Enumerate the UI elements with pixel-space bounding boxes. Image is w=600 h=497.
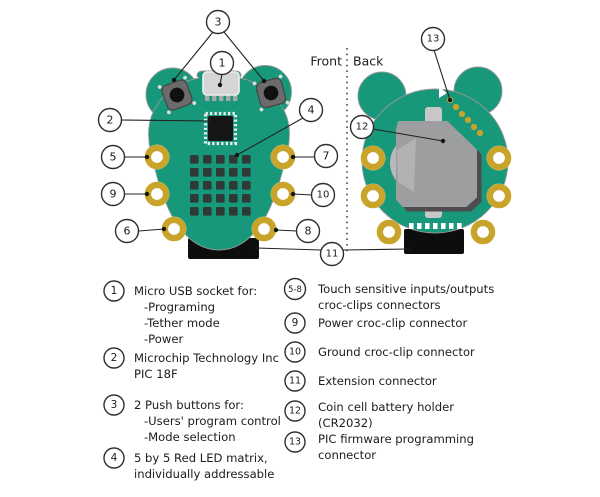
callout-13: 13 [420,26,446,52]
callout-7: 7 [313,143,339,169]
leader-lines [120,31,453,252]
svg-text:1: 1 [111,285,118,297]
svg-text:9: 9 [110,188,117,201]
svg-text:croc-clips connectors: croc-clips connectors [318,298,441,312]
callout-11: 11 [319,241,345,267]
svg-text:7: 7 [323,150,330,163]
front-view-label: Front [310,54,342,69]
svg-text:10: 10 [289,347,301,358]
callout-6: 6 [114,218,140,244]
holder-wedge [397,138,416,192]
callout-5: 5 [100,144,126,170]
svg-text:2 Push buttons for:: 2 Push buttons for: [134,398,244,412]
svg-text:PIC 18F: PIC 18F [134,367,178,381]
callout-10: 10 [310,182,336,208]
svg-text:5: 5 [110,151,117,164]
callout-2: 2 [97,107,123,133]
pad-marker-triangle [439,87,447,98]
svg-text:11: 11 [326,249,339,260]
svg-text:-Power: -Power [144,332,183,346]
legend-item-13: 13 PIC firmware programming connector [284,431,474,462]
svg-text:Ground croc-clip connector: Ground croc-clip connector [318,345,475,359]
svg-text:Microchip Technology Inc: Microchip Technology Inc [134,351,279,365]
legend-item-1: 1 Micro USB socket for: -Programing -Tet… [103,280,257,346]
callout-3: 3 [205,9,231,35]
svg-text:PIC firmware programming: PIC firmware programming [318,432,474,446]
callout-4: 4 [298,97,324,123]
svg-text:2: 2 [107,114,114,127]
svg-text:connector: connector [318,448,376,462]
svg-text:13: 13 [289,437,301,448]
legend: 1 Micro USB socket for: -Programing -Tet… [103,277,494,481]
back-extension-connector [404,229,464,254]
callout-1: 1 [209,50,235,76]
pic-chip [203,111,238,146]
svg-text:4: 4 [308,104,315,117]
svg-text:9: 9 [292,317,299,329]
svg-text:-Users' program control: -Users' program control [144,414,281,428]
svg-text:-Mode selection: -Mode selection [144,430,236,444]
callout-circles: 3 1 2 5 9 6 4 7 10 8 11 12 13 [97,9,446,267]
svg-text:Power croc-clip connector: Power croc-clip connector [318,316,467,330]
svg-text:1: 1 [219,57,226,70]
svg-text:3: 3 [215,16,222,29]
svg-text:-Tether mode: -Tether mode [144,316,220,330]
svg-text:5 by 5 Red LED matrix,: 5 by 5 Red LED matrix, [134,451,268,465]
svg-text:11: 11 [289,376,301,387]
svg-text:12: 12 [289,406,301,417]
svg-text:10: 10 [317,190,330,201]
legend-item-10: 10 Ground croc-clip connector [284,341,475,363]
back-view-label: Back [353,54,384,69]
legend-item-5-8: 5-8 Touch sensitive inputs/outputs croc-… [283,277,494,312]
svg-text:13: 13 [427,34,440,45]
svg-text:Touch sensitive inputs/outputs: Touch sensitive inputs/outputs [317,282,494,296]
legend-item-2: 2 Microchip Technology Inc PIC 18F [103,347,279,381]
legend-item-4: 4 5 by 5 Red LED matrix, individually ad… [103,447,274,481]
svg-text:4: 4 [111,452,118,464]
callout-12: 12 [349,114,375,140]
view-divider: Front Back [310,48,384,253]
svg-text:3: 3 [111,399,118,411]
callout-8: 8 [295,218,321,244]
svg-text:8: 8 [305,225,312,238]
croc-ring-8 [252,217,277,242]
svg-text:(CR2032): (CR2032) [318,416,373,430]
holder-body [396,121,477,207]
svg-text:5-8: 5-8 [288,284,302,294]
svg-text:Coin cell battery holder: Coin cell battery holder [318,400,454,414]
battery-holder [390,107,482,218]
front-board [145,65,296,259]
svg-text:individually addressable: individually addressable [134,467,274,481]
svg-text:Micro USB socket for:: Micro USB socket for: [134,284,257,298]
svg-text:-Programing: -Programing [144,300,215,314]
programming-pads [439,87,484,137]
svg-text:6: 6 [124,225,131,238]
callout-9: 9 [100,181,126,207]
svg-text:Extension connector: Extension connector [318,374,437,388]
svg-text:2: 2 [111,352,118,364]
legend-item-3: 3 2 Push buttons for: -Users' program co… [103,394,281,444]
legend-item-9: 9 Power croc-clip connector [284,312,467,334]
svg-text:12: 12 [356,122,369,133]
back-board [358,66,511,254]
legend-item-11: 11 Extension connector [284,370,437,392]
legend-item-12: 12 Coin cell battery holder (CR2032) [284,400,454,430]
